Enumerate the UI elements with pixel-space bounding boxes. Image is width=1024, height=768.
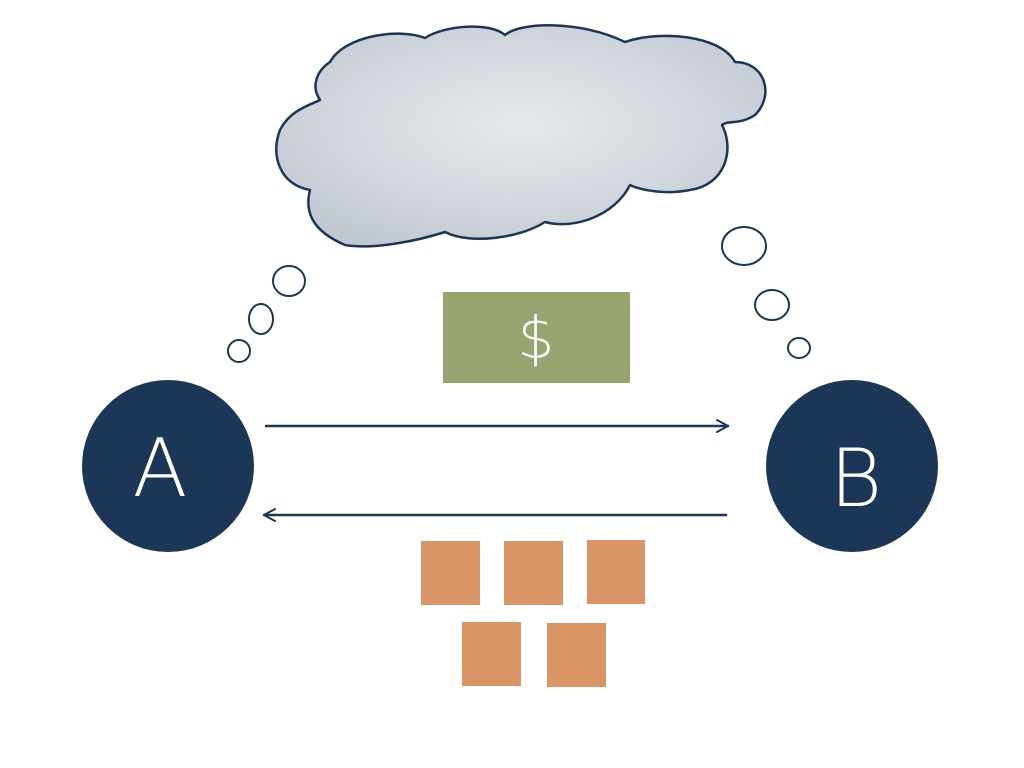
thought-bubble-left-1 — [272, 265, 306, 297]
goods-block — [504, 541, 563, 605]
thought-bubble-left-2 — [248, 303, 274, 335]
node-a-label: A — [133, 422, 188, 515]
money-bill — [443, 292, 630, 383]
money-symbol: $ — [518, 304, 555, 372]
goods-block — [462, 622, 521, 686]
node-b-label: B — [830, 432, 882, 525]
thought-bubble-right-2 — [754, 289, 790, 321]
thought-bubble-right-1 — [721, 226, 767, 266]
goods-block — [587, 540, 645, 604]
goods-block — [547, 623, 606, 687]
node-a — [82, 380, 254, 552]
node-b — [766, 380, 938, 552]
thought-cloud — [275, 24, 767, 248]
thought-bubble-right-3 — [787, 337, 811, 359]
thought-bubble-left-3 — [227, 339, 251, 363]
goods-block — [421, 541, 480, 605]
